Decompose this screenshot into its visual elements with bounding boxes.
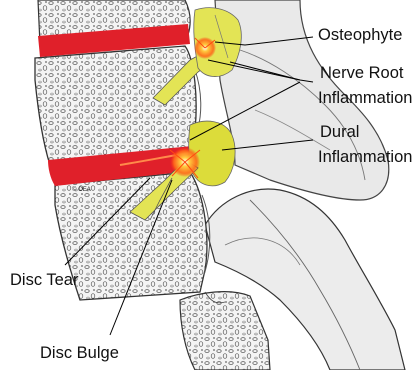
sacrum — [180, 292, 270, 370]
label-osteophyte: Osteophyte — [318, 25, 402, 45]
label-dural-line1: Dural — [320, 122, 359, 142]
label-disc-bulge: Disc Bulge — [40, 343, 119, 363]
label-nerve-root-line1: Nerve Root — [320, 63, 403, 83]
vertebral-body-middle — [35, 46, 196, 165]
label-nerve-root-line2: Inflammation — [318, 88, 412, 108]
label-disc-tear: Disc Tear — [10, 270, 78, 290]
label-dural-line2: Inflammation — [318, 147, 412, 167]
copyright-mark: © OEA — [72, 186, 91, 194]
